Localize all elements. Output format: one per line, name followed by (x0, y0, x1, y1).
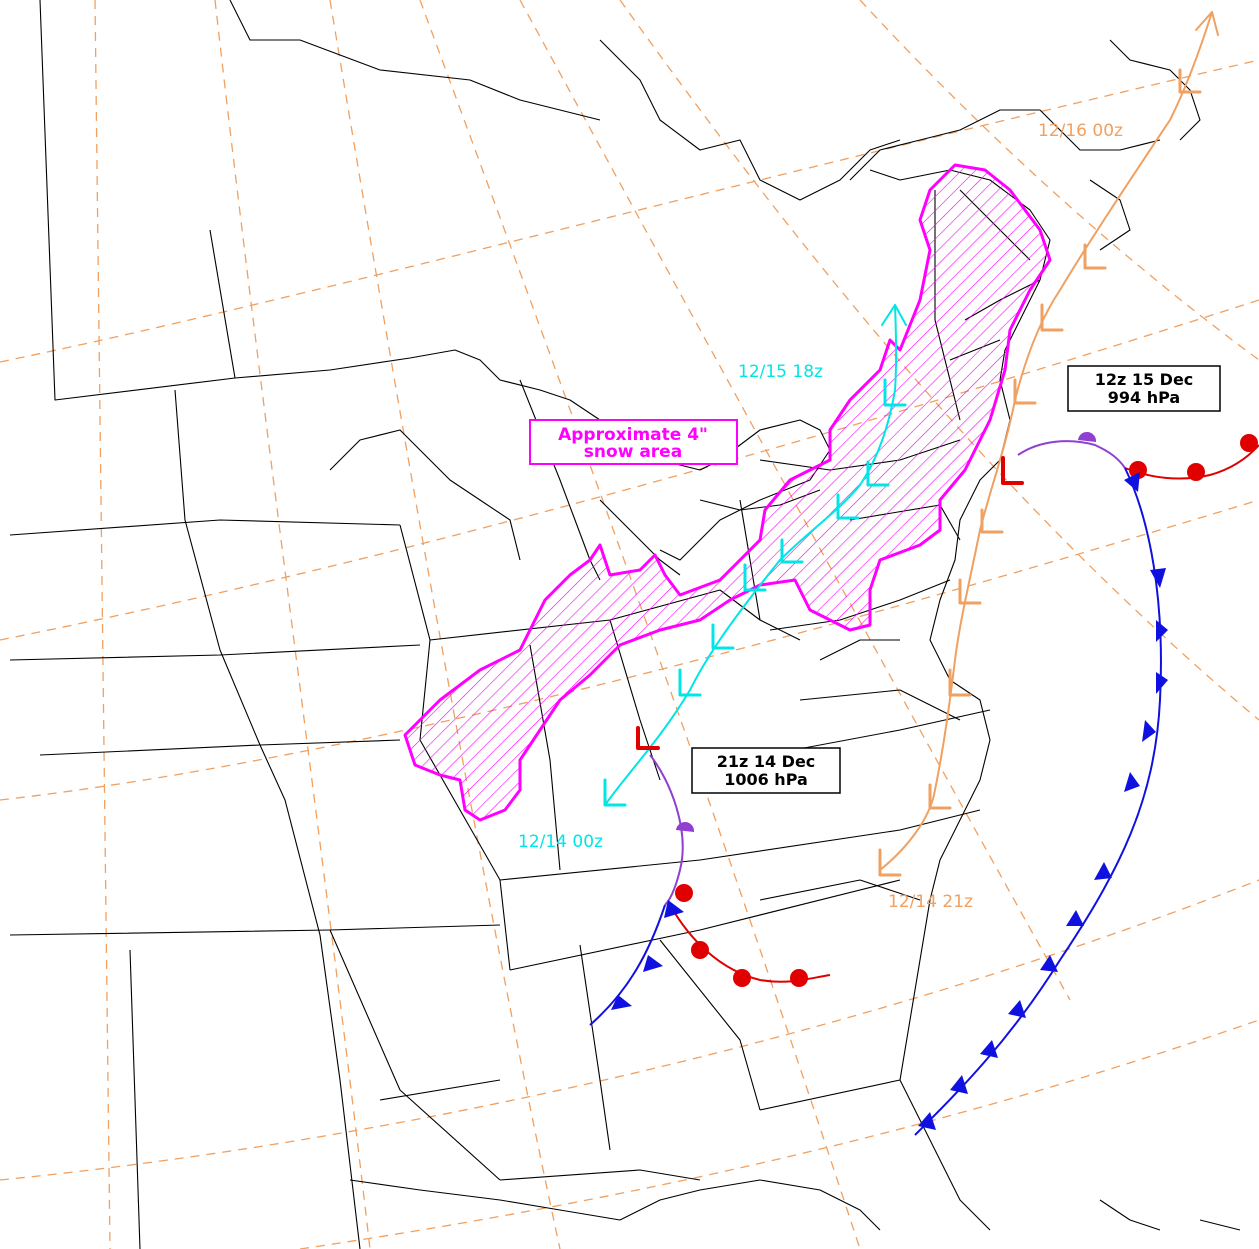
low-info-box-2: 12z 15 Dec 994 hPa (1067, 365, 1221, 412)
low-position-markers (878, 68, 1202, 877)
low-1-time: 21z 14 Dec (717, 752, 816, 771)
low-2-time: 12z 15 Dec (1095, 370, 1194, 389)
occluded-front-icon (676, 821, 695, 832)
warm-front-icon (1129, 434, 1258, 481)
snow-area-polygon (403, 163, 1052, 822)
cold-front-icon (611, 900, 684, 1010)
low-2-pressure: 994 hPa (1108, 388, 1180, 407)
warm-front-icon (675, 884, 808, 987)
occluded-front-icon (649, 754, 684, 906)
primary-track-start-label: 12/14 00z (518, 832, 603, 852)
track-labels: 12/14 00z 12/15 18z 12/14 21z 12/16 00z (518, 121, 1123, 912)
warm-front-icon (669, 904, 831, 983)
arrow-icon (881, 304, 907, 326)
warm-front-icon (1124, 444, 1259, 480)
low-tracks (603, 11, 1219, 877)
snow-area-label-box (529, 419, 738, 465)
secondary-low-track (879, 11, 1213, 871)
low-position-markers (603, 378, 907, 807)
fronts (589, 431, 1259, 1136)
low-info-box-1: 21z 14 Dec 1006 hPa (691, 747, 841, 794)
primary-track-end-label: 12/15 18z (738, 362, 823, 382)
snow-area: Approximate 4" snow area (403, 163, 1052, 822)
primary-low-track (604, 304, 898, 806)
occluded-front-icon (1017, 440, 1126, 469)
snow-area-label-line2: snow area (584, 442, 682, 462)
secondary-track-start-label: 12/14 21z (888, 892, 973, 912)
low-1-pressure: 1006 hPa (724, 770, 808, 789)
cold-front-icon (589, 904, 666, 1026)
low-pressure-icon (636, 456, 1024, 750)
occluded-front-icon (1078, 431, 1097, 442)
cold-front-icon (914, 467, 1162, 1136)
secondary-track-end-label: 12/16 00z (1038, 121, 1123, 141)
snow-area-label-line1: Approximate 4" (558, 425, 708, 445)
arrow-icon (1195, 11, 1219, 36)
cold-front-icon (918, 472, 1168, 1130)
